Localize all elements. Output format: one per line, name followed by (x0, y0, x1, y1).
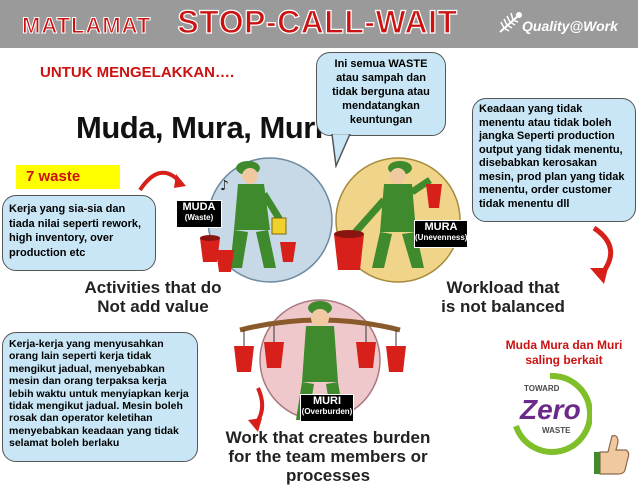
zero-waste-main: Zero (520, 394, 581, 425)
toward-zero-waste-logo: TOWARD Zero WASTE (508, 372, 592, 456)
curved-arrow-icon (590, 225, 614, 284)
muri-tag: MURI (Overburden) (300, 394, 354, 422)
muda-tag: MUDA (Waste) (176, 200, 222, 228)
title-matlamat: MATLAMAT (21, 13, 152, 39)
muri-explanation-bubble: Kerja-kerja yang menyusahkan orang lain … (2, 332, 198, 462)
muri-tag-name: MURI (312, 395, 342, 407)
muda-mura-muri-illustration: ♪ (138, 157, 461, 432)
thumbs-up-icon (594, 435, 630, 475)
muda-caption: Activities that do Not add value (84, 278, 222, 316)
quality-at-work-logo: Quality@Work (496, 8, 632, 42)
muri-caption: Work that creates burden for the team me… (225, 428, 431, 485)
muda-tag-sub: (Waste) (184, 213, 214, 222)
svg-text:♪: ♪ (220, 178, 229, 194)
muda-worker: ♪ (200, 161, 296, 272)
muda-explanation-bubble: Kerja yang sia-sia dan tiada nilai seper… (2, 195, 156, 271)
curved-arrow-head-icon (248, 418, 262, 432)
relation-note: Muda Mura dan Muri saling berkait (505, 338, 623, 367)
bubble-tail (331, 134, 351, 168)
mura-explanation-bubble: Keadaan yang tidak menentu atau tidak bo… (472, 98, 636, 222)
waste-badge: 7 waste (16, 165, 120, 189)
mura-tag-sub: (Unevenness) (415, 233, 468, 242)
zero-waste-top: TOWARD (524, 384, 560, 393)
subtitle: UNTUK MENGELAKKAN…. (40, 64, 235, 81)
waste-definition-bubble: Ini semua WASTE atau sampah dan tidak be… (316, 52, 446, 136)
curved-arrow-head-icon (174, 174, 186, 188)
title-stop-call-wait: STOP-CALL-WAIT (177, 3, 458, 40)
fish-skeleton-icon (499, 12, 522, 33)
mura-worker (334, 161, 442, 270)
slide-title: MATLAMAT STOP-CALL-WAIT (21, 3, 458, 42)
muda-tag-name: MUDA (182, 201, 216, 213)
muri-tag-sub: (Overburden) (301, 407, 353, 416)
logo-text: Quality@Work (522, 18, 618, 34)
mura-tag-name: MURA (424, 221, 458, 233)
curved-arrow-icon (138, 170, 182, 192)
zero-waste-bottom: WASTE (542, 426, 571, 435)
main-title: Muda, Mura, Muri (76, 110, 323, 145)
header-bar (0, 0, 638, 48)
mura-caption: Workload that is not balanced (441, 278, 565, 316)
mura-tag: MURA (Unevenness) (414, 220, 468, 248)
